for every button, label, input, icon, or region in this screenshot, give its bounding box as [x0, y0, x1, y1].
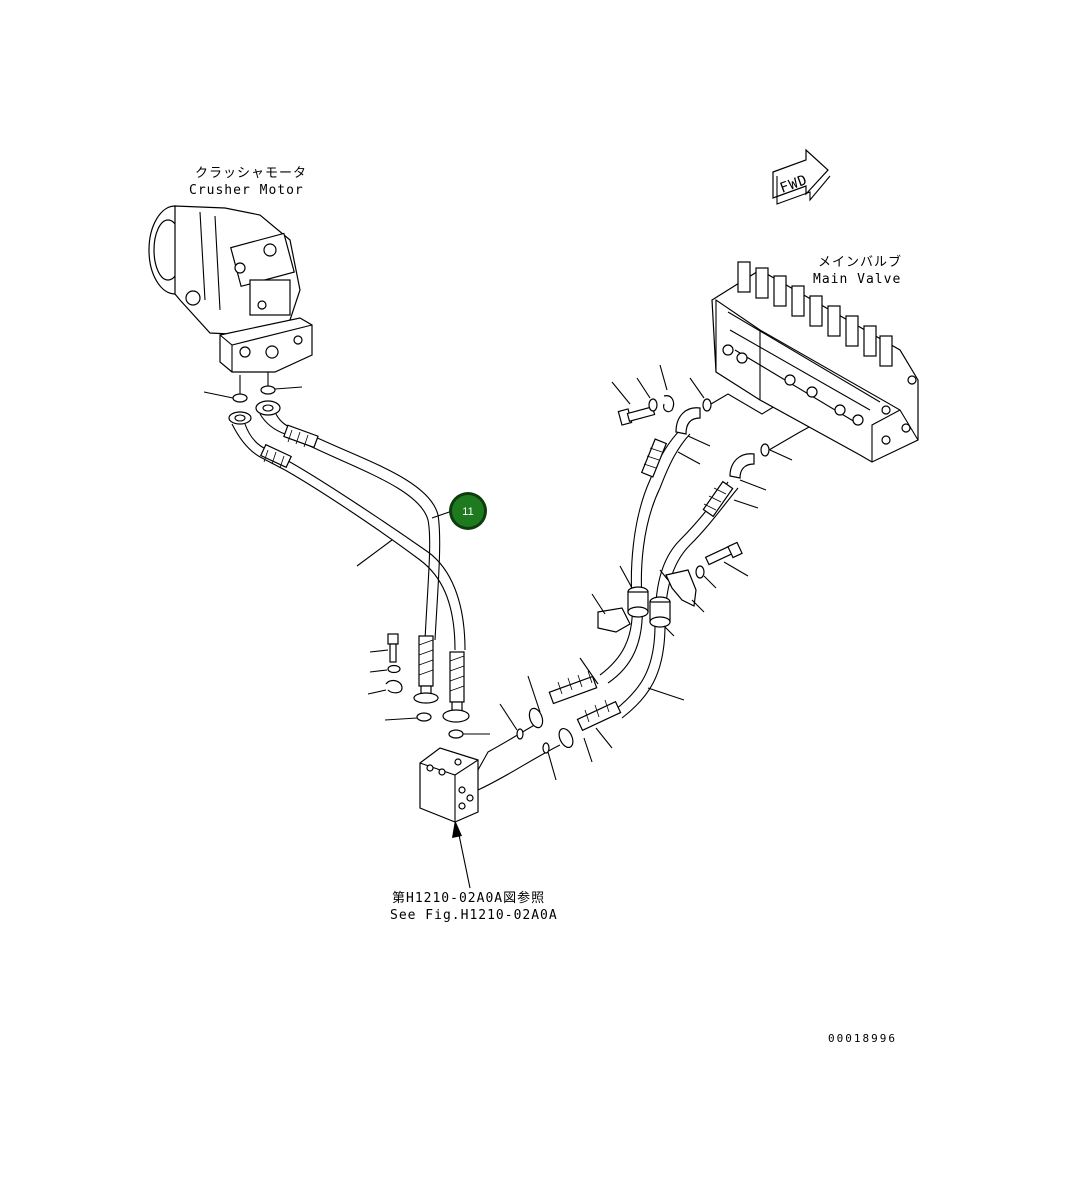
hose-sleeve	[702, 480, 734, 518]
hose-line	[477, 721, 541, 771]
washer-icon	[387, 664, 401, 674]
main-valve-label-en: Main Valve	[813, 272, 901, 287]
elbow-fitting-icon	[675, 407, 701, 435]
o-ring-icon	[232, 393, 248, 403]
see-fig-label-jp: 第H1210-02A0A図参照	[392, 890, 545, 906]
washer-icon	[648, 398, 658, 412]
o-ring-icon	[260, 385, 276, 395]
elbow-fitting-icon	[729, 453, 755, 479]
crusher-motor-label-en: Crusher Motor	[189, 183, 304, 198]
valve-spool	[737, 261, 893, 367]
bolt-icon	[617, 406, 656, 426]
o-ring-icon	[702, 398, 712, 412]
hose-flange-icon	[558, 727, 574, 749]
bolt-icon	[704, 541, 743, 566]
drawing-number: 00018996	[828, 1032, 897, 1045]
o-ring-icon	[448, 729, 464, 739]
crusher-motor-label-jp: クラッシャモータ	[195, 166, 307, 181]
hose-end-fitting-icon	[413, 635, 470, 723]
main-valve-label-jp: メインバルブ	[818, 254, 902, 270]
washer-icon	[695, 565, 705, 579]
see-fig-label-en: See Fig.H1210-02A0A	[390, 908, 558, 923]
o-ring-icon	[760, 443, 770, 457]
hose-sleeve	[548, 675, 598, 705]
o-ring-icon	[516, 728, 524, 740]
clamp-icon	[597, 569, 697, 633]
lock-washer-icon	[385, 679, 403, 694]
main-valve-icon	[711, 261, 919, 463]
hose-sleeve	[259, 443, 293, 469]
hose-flange-icon	[228, 400, 281, 425]
bolt-icon	[369, 633, 399, 663]
hose-flange-icon	[528, 707, 544, 729]
crusher-motor-icon	[148, 205, 313, 373]
o-ring-icon	[542, 742, 550, 754]
hose-sleeve	[283, 424, 319, 449]
lock-washer-icon	[663, 395, 675, 413]
hose-line	[231, 423, 456, 651]
valve-block-icon	[419, 747, 479, 823]
o-ring-icon	[416, 712, 432, 722]
callout-11-button[interactable]: 11	[449, 492, 487, 530]
fwd-arrow-icon: FWD	[772, 148, 831, 205]
callout-11-number: 11	[462, 506, 473, 518]
